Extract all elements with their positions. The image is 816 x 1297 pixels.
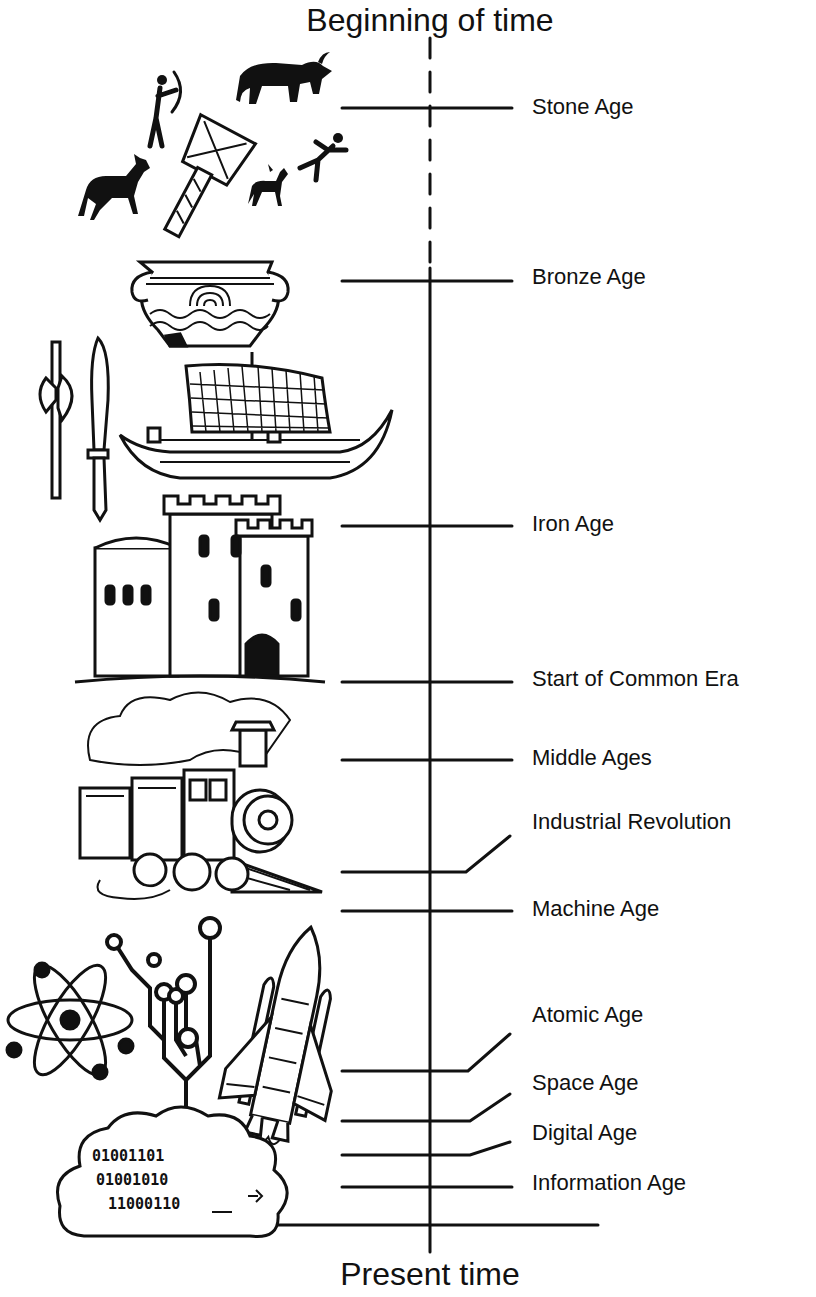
binary-code: 01001010 <box>96 1172 168 1189</box>
timeline-end-label: Present time <box>340 1256 520 1293</box>
binary-code: 01001101 <box>92 1148 164 1165</box>
era-label: Industrial Revolution <box>532 809 731 834</box>
era-label: Digital Age <box>532 1120 637 1145</box>
era-label: Atomic Age <box>532 1002 643 1027</box>
era-label: Stone Age <box>532 94 634 119</box>
era-label: Information Age <box>532 1170 686 1195</box>
era-label: Bronze Age <box>532 264 646 289</box>
era-label: Space Age <box>532 1070 638 1095</box>
era-label: Machine Age <box>532 896 659 921</box>
binary-code: 11000110 <box>108 1196 180 1213</box>
timeline-title: Beginning of time <box>306 2 553 39</box>
era-label: Iron Age <box>532 511 614 536</box>
era-label: Middle Ages <box>532 745 652 770</box>
era-label: Start of Common Era <box>532 666 739 691</box>
